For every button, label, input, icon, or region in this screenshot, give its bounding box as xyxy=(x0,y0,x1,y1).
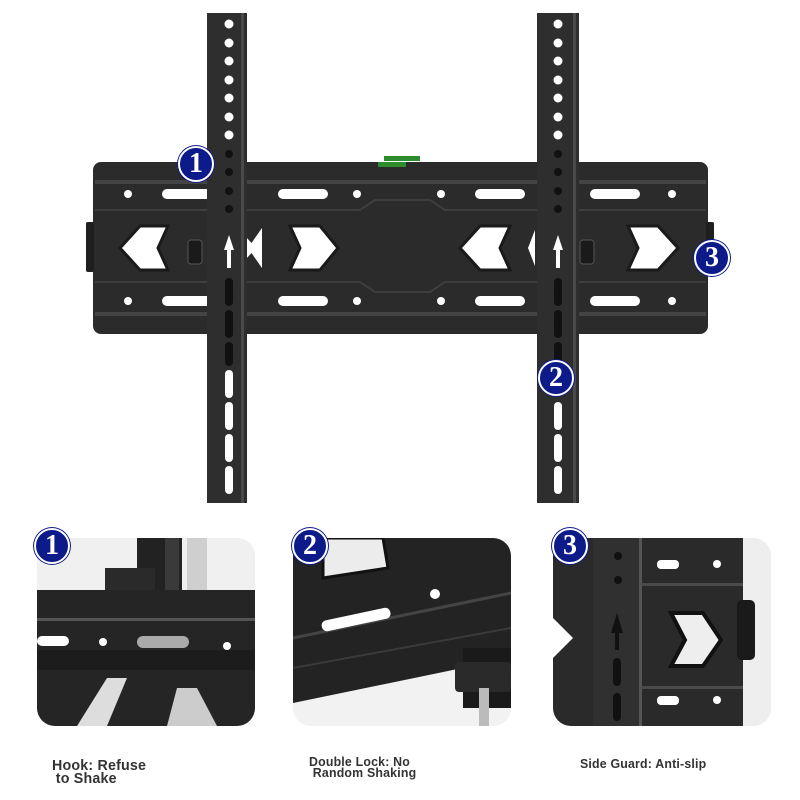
detail-panel-hook xyxy=(37,538,255,726)
caption-hook-line1: Hook: Refuse xyxy=(52,757,147,774)
caption-double-lock-line1: Double Lock: No xyxy=(309,754,410,769)
detail-panel-side-guard xyxy=(553,538,771,726)
hook-closeup-image xyxy=(37,538,255,726)
caption-side-guard: Side Guard: Anti-slip xyxy=(580,757,706,770)
callout-badge-3: 3 xyxy=(694,240,730,276)
wall-plate xyxy=(86,156,714,334)
left-vertical-arm xyxy=(207,13,247,503)
panel-badge-1: 1 xyxy=(34,528,70,564)
caption-double-lock-line2: Random Shaking xyxy=(312,765,417,780)
bracket-illustration xyxy=(86,13,714,503)
side-guard-closeup-image xyxy=(553,538,771,726)
caption-hook-line2: to Shake xyxy=(55,770,117,787)
callout-badge-2: 2 xyxy=(538,360,574,396)
panel-badge-3: 3 xyxy=(552,528,588,564)
caption-side-guard-line1: Side Guard: Anti-slip xyxy=(580,756,707,771)
double-lock-closeup-image xyxy=(293,538,511,726)
right-vertical-arm xyxy=(537,13,579,503)
panel-badge-2: 2 xyxy=(292,528,328,564)
callout-badge-1: 1 xyxy=(178,146,214,182)
caption-hook: Hook: Refuse to Shake xyxy=(52,757,147,787)
caption-double-lock: Double Lock: No Random Shaking xyxy=(309,754,417,780)
detail-panel-double-lock xyxy=(293,538,511,726)
